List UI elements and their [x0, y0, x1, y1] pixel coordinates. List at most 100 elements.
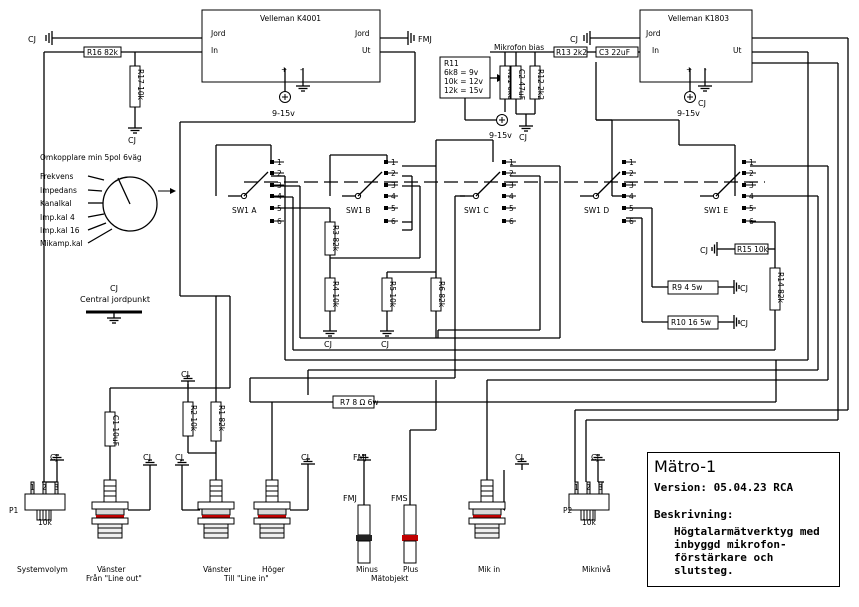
ground-icon: [583, 31, 591, 45]
switch-contact: [384, 160, 388, 164]
info-box: Mätro-1 Version: 05.04.23 RCA Beskrivnin…: [647, 452, 840, 587]
switch-contact: [622, 160, 626, 164]
resistor-r4: [324, 277, 336, 312]
amp-plus-label: +: [281, 65, 287, 74]
selector-title: Omkopplare min 5pol 6väg: [40, 153, 142, 162]
central-ground-cj: CJ: [110, 284, 118, 293]
switch-contact: [502, 171, 506, 175]
capacitor-c3-label: C3 22uF: [599, 48, 630, 57]
ground-label-cj: CJ: [381, 340, 389, 349]
rca-jack-mic-in: [468, 479, 506, 539]
capacitor-c3: [595, 46, 639, 58]
capacitor-c1-label: C1 10uF: [111, 415, 120, 446]
resistor-r3-label: R3 82k: [331, 225, 340, 252]
r11-table-line: 10k = 12v: [444, 77, 483, 86]
amp-in-label: In: [211, 46, 218, 55]
label-hoger: Höger: [262, 565, 286, 574]
resistor-r9-label: R9 4 5w: [672, 283, 702, 292]
ground-label-cj: CJ: [175, 453, 183, 462]
selector-position: Imp.kal 4: [40, 213, 75, 222]
mic-ground-label: Jord: [645, 29, 661, 38]
label-minus: Minus: [356, 565, 378, 574]
central-ground-label: Central jordpunkt: [80, 295, 150, 304]
selector-position: Kanalkal: [40, 199, 72, 208]
ground-icon: [379, 324, 395, 337]
mic-bias-label: Mikrofon bias: [494, 43, 544, 52]
ground-label-fms: FMS: [391, 494, 408, 503]
arrow-icon: [170, 188, 176, 194]
switch-wiper: [243, 171, 269, 197]
amp-out-label: Ut: [362, 46, 370, 55]
ground-label-cj: CJ: [301, 453, 309, 462]
switch-contact: [384, 183, 388, 187]
switch-wiper: [475, 171, 501, 197]
ground-icon: [727, 314, 740, 330]
pot-p1-label: P1: [9, 506, 19, 515]
amp-ground-out-label: Jord: [354, 29, 370, 38]
ground-icon: [106, 311, 122, 324]
switch-contact: [622, 183, 626, 187]
ground-label-cj: CJ: [515, 453, 523, 462]
pot-p1-value: 10k: [38, 518, 53, 527]
ground-label-cj: CJ: [50, 453, 58, 462]
label-matobjekt: Mätobjekt: [371, 574, 408, 583]
switch-contact: [502, 183, 506, 187]
switch-contact: [742, 171, 746, 175]
label-vanster-in: Vänster: [97, 565, 126, 574]
capacitor-c2: [510, 65, 522, 100]
selector-position: Frekvens: [40, 172, 73, 181]
resistor-r15-label: R15 10k: [737, 245, 769, 254]
switch-contact: [742, 219, 746, 223]
bottom-wiring: [42, 37, 849, 511]
switch-contact: [270, 171, 274, 175]
resistor-r1-label: R1 82k: [217, 405, 226, 432]
switch-contact: [384, 219, 388, 223]
info-title: Mätro-1: [654, 457, 717, 476]
resistor-r14: [769, 267, 781, 311]
resistor-r16-label: R16 82k: [87, 48, 119, 57]
resistor-r5-label: R5 10k: [388, 281, 397, 308]
pot-pin: 1: [30, 483, 35, 492]
resistor-r9: [667, 280, 719, 295]
mic-module-name: Velleman K1803: [668, 14, 729, 23]
ground-label-cj: CJ: [324, 340, 332, 349]
capacitor-c1: [104, 411, 116, 447]
resistor-r3: [324, 221, 336, 256]
switch-wiper: [357, 171, 383, 197]
resistor-r1: [210, 401, 222, 442]
pot-pin: 2: [42, 483, 47, 492]
ground-icon: [45, 31, 53, 45]
resistor-r2-label: R2 10k: [189, 405, 198, 432]
switch-contact: [502, 160, 506, 164]
resistor-r16: [83, 46, 122, 58]
ground-label-cj: CJ: [698, 99, 706, 108]
switch-contact: [270, 194, 274, 198]
supply-terminal-icon: [279, 91, 291, 103]
switch-label: SW1 D: [584, 206, 609, 215]
ground-icon: [127, 121, 143, 134]
r11-table-line: 6k8 = 9v: [444, 68, 479, 77]
switch-contact: [622, 219, 626, 223]
label-systemvolym: Systemvolym: [17, 565, 68, 574]
amplifier-module: [201, 9, 381, 83]
switch-contact: [742, 206, 746, 210]
label-mik-in: Mik in: [478, 565, 500, 574]
switch-contact: [622, 206, 626, 210]
rca-jack-left-in: [91, 479, 129, 539]
switch-contact: [622, 171, 626, 175]
mic-plus-label: +: [686, 65, 692, 74]
ground-label-fmj: FMJ: [418, 35, 432, 44]
pot-pin: 3: [598, 483, 603, 492]
supply-terminal-icon: [496, 114, 508, 126]
selector-position: Impedans: [40, 186, 77, 195]
switch-contact: [270, 160, 274, 164]
ground-icon: [518, 119, 534, 132]
ground-label-cj: CJ: [591, 453, 599, 462]
ground-label-cj: CJ: [143, 453, 151, 462]
ground-label-cj: CJ: [181, 370, 189, 379]
switch-contact: [502, 206, 506, 210]
resistor-r13: [553, 46, 588, 58]
amp-ground-in-label: Jord: [210, 29, 226, 38]
